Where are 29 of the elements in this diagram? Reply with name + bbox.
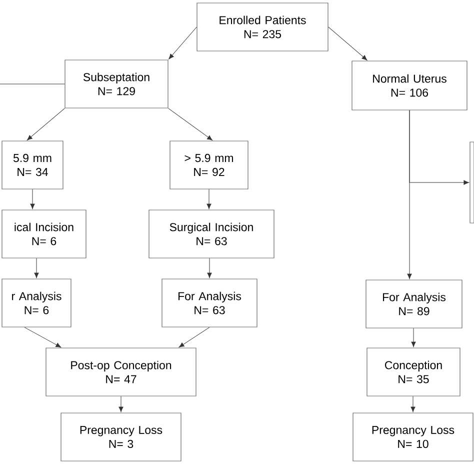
process-box: Subseptation N= 129	[64, 60, 168, 108]
process-box: 5.9 mm N= 34	[2, 140, 64, 190]
arrow	[206, 189, 212, 210]
process-box: Enrolled Patients N= 235	[196, 2, 328, 52]
process-box: Pregnancy Loss N= 3	[60, 412, 182, 462]
process-box: For Analysis N= 89	[366, 280, 462, 328]
arrow	[168, 26, 197, 60]
arrow	[34, 258, 39, 278]
arrow	[118, 396, 124, 412]
arrow	[328, 26, 368, 60]
process-box: Normal Uterus N= 106	[352, 60, 468, 110]
arrow	[410, 396, 416, 412]
process-box: Surgical Incision N= 63	[148, 210, 274, 258]
arrow	[26, 108, 65, 140]
arrow	[168, 108, 212, 140]
process-box: ical Incision N= 6	[2, 210, 86, 258]
process-box: For Analysis N= 63	[162, 278, 258, 328]
arrow	[178, 327, 210, 348]
arrow	[207, 258, 212, 278]
arrow	[409, 110, 470, 185]
process-box: r Analysis N= 6	[2, 278, 72, 328]
process-box: Pregnancy Loss N= 10	[352, 412, 474, 462]
arrow	[30, 189, 35, 210]
arrow	[24, 327, 62, 348]
arrow	[411, 328, 416, 348]
process-box: Post-op Conception N= 47	[46, 348, 196, 396]
process-box: > 5.9 mm N= 92	[170, 140, 248, 190]
process-box	[470, 142, 474, 224]
process-box: Conception N= 35	[366, 348, 460, 396]
